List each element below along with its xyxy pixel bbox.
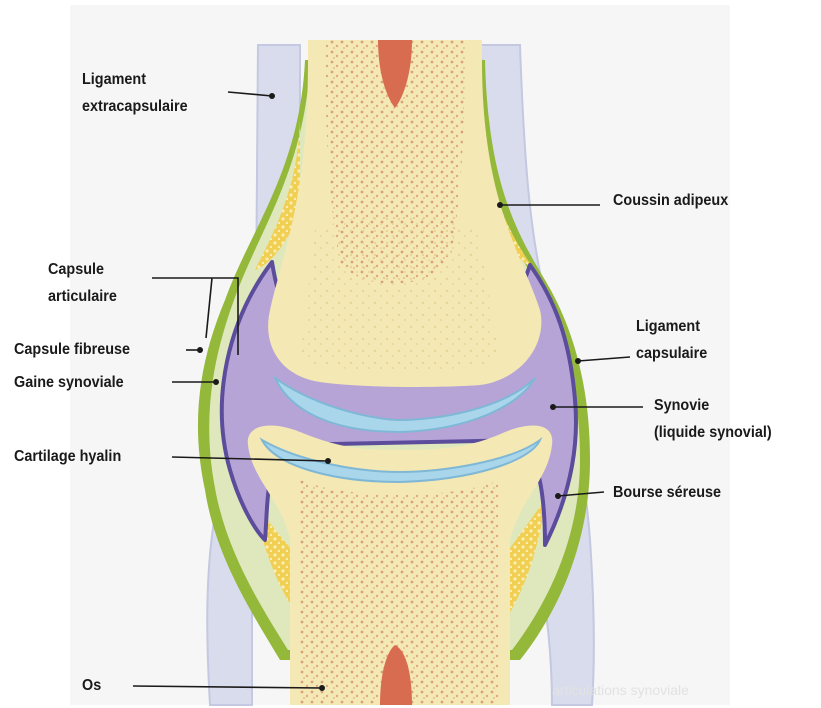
label-cartilage-hyalin: Cartilage hyalin	[14, 443, 121, 470]
label-ligament-capsulaire: Ligament capsulaire	[636, 313, 707, 367]
dot-cartilage-hyalin	[325, 458, 331, 464]
dot-bourse-sereuse	[555, 493, 561, 499]
label-bourse-sereuse: Bourse séreuse	[613, 479, 721, 506]
dot-ligament-extracapsulaire	[269, 93, 275, 99]
label-os: Os	[82, 672, 101, 699]
label-capsule-fibreuse: Capsule fibreuse	[14, 336, 130, 363]
dot-capsule-fibreuse	[197, 347, 203, 353]
upper-bone-epiphysis	[300, 215, 500, 371]
label-synovie: Synovie (liquide synovial)	[654, 392, 772, 446]
dot-ligament-capsulaire	[575, 358, 581, 364]
label-capsule-articulaire: Capsule articulaire	[48, 256, 117, 310]
label-gaine-synoviale: Gaine synoviale	[14, 369, 124, 396]
dot-coussin-adipeux	[497, 202, 503, 208]
dot-gaine-synoviale	[213, 379, 219, 385]
dot-os	[319, 685, 325, 691]
label-coussin-adipeux: Coussin adipeux	[613, 187, 728, 214]
dot-synovie	[550, 404, 556, 410]
label-ligament-extracapsulaire: Ligament extracapsulaire	[82, 66, 188, 120]
watermark: articulations synoviale	[552, 682, 689, 698]
